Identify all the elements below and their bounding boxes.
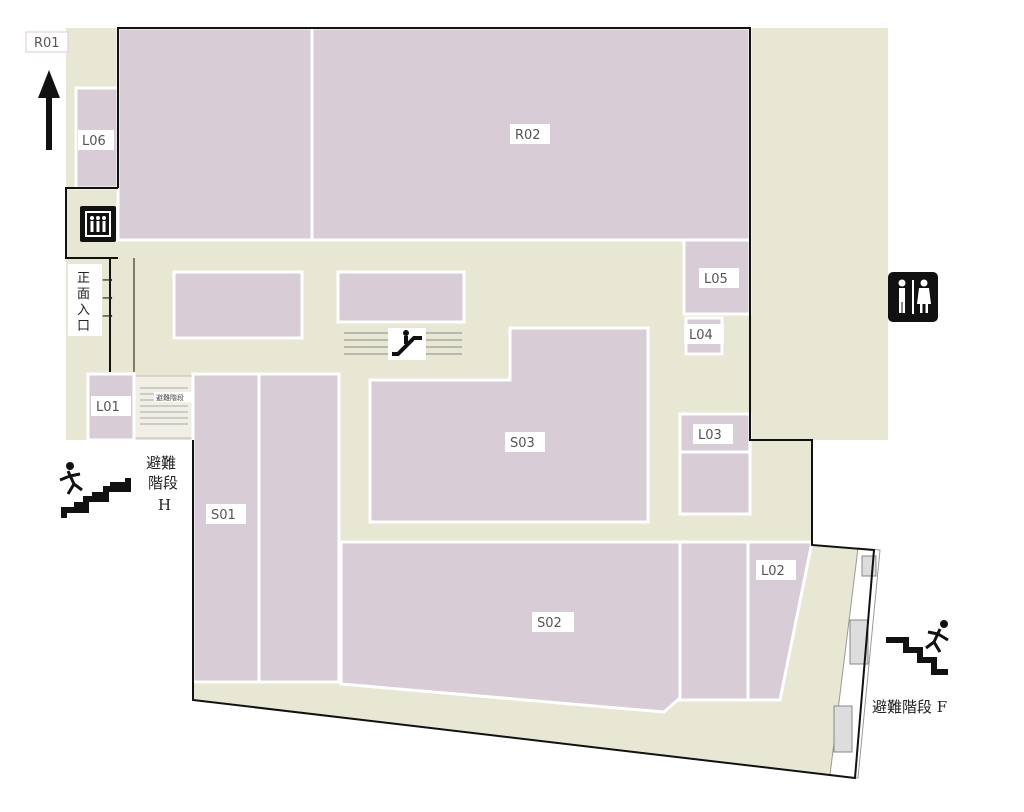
floor-outline [117,27,876,780]
room-s01-east[interactable] [257,372,341,684]
stairs-h-line3: H [158,496,171,514]
room-block-b[interactable] [336,270,466,324]
room-l03-lower[interactable] [678,450,752,516]
label-l05: L05 [699,268,739,288]
svg-text:S01: S01 [211,508,236,523]
entrance-arrow-1: → [102,273,113,288]
svg-text:R01: R01 [34,36,60,51]
stairs-f-label: 避難階段 F [872,698,947,716]
svg-text:L06: L06 [82,134,106,149]
escalator [344,328,462,360]
corridor-right-strip [750,28,888,440]
emergency-stairs-f-icon [886,620,949,675]
room-s02[interactable] [339,540,682,714]
elevator-wall [65,187,118,259]
svg-text:R02: R02 [515,128,541,143]
entrance-char-1: 正 [77,271,90,286]
svg-text:L03: L03 [698,428,722,443]
room-s03[interactable] [368,326,650,524]
entrance-char-2: 面 [77,287,90,302]
svg-text:L01: L01 [96,400,120,415]
svg-text:S02: S02 [537,616,562,631]
label-l01: L01 [91,396,131,416]
stairs-h-label: 避難 階段 H [146,454,178,514]
label-l06: L06 [78,130,114,150]
label-s03: S03 [505,432,545,452]
svg-text:S03: S03 [510,436,535,451]
entrance-label: 正 面 入 口 [68,264,102,336]
stair-plate-label: 避難階段 [156,393,184,402]
entrance-arrow-2: → [102,291,113,306]
emergency-stairs-icon [59,462,131,518]
label-l03: L03 [693,424,733,444]
restroom-icon [888,272,938,322]
arrow-up-icon [38,70,60,150]
room-s01[interactable] [191,372,261,684]
room-block-a[interactable] [172,270,304,340]
label-r02: R02 [510,124,550,144]
label-l04: L04 [684,324,724,344]
stairs-h-line1: 避難 [146,454,176,472]
stairs-h-line2: 階段 [148,474,178,492]
stair-area-f [829,547,881,779]
room-l02[interactable] [746,540,814,702]
entrance-char-4: 口 [77,319,90,334]
label-s01: S01 [206,504,246,524]
stair-area-h: 避難階段 [134,375,194,439]
label-s02: S02 [532,612,574,632]
label-r01: R01 [25,31,69,53]
room-r02-west[interactable] [116,26,314,242]
escalator-icon [388,328,426,360]
svg-text:L04: L04 [689,328,713,343]
entrance-char-3: 入 [77,303,90,318]
rooms [74,26,814,714]
entrance-arrow-3: → [102,309,113,324]
entrance-arrows: → → → [102,273,113,324]
elevator-icon [80,206,116,242]
label-l02: L02 [756,560,796,580]
svg-text:L05: L05 [704,272,728,287]
svg-text:L02: L02 [761,564,785,579]
room-l02-west[interactable] [678,540,750,702]
